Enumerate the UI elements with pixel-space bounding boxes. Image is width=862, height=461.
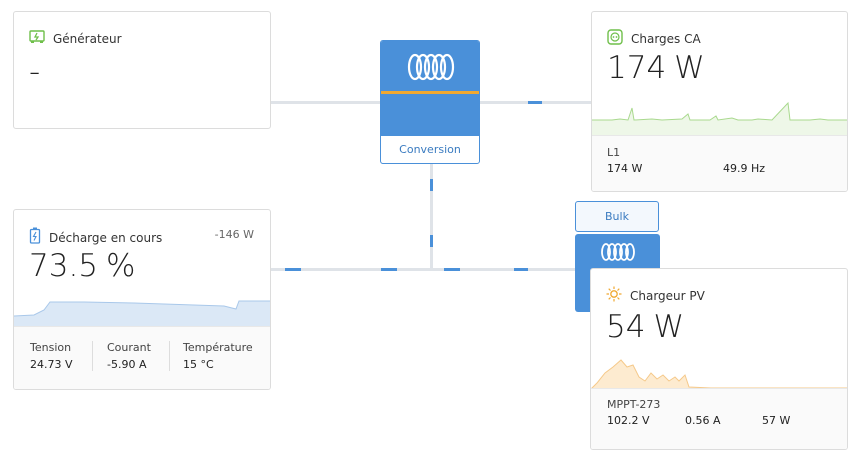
battery-card[interactable]: Décharge en cours -146 W 73.5% Tension 2… (13, 209, 271, 390)
flow-dash (430, 235, 433, 247)
flow-dash (444, 268, 460, 271)
wire-dc-bus (271, 268, 577, 271)
solar-power-number: 54 (606, 309, 646, 345)
charger-state-badge: Bulk (575, 201, 659, 232)
converter-body (381, 94, 479, 135)
ac-loads-footer: L1 174 W 49.9 Hz (592, 135, 847, 191)
battery-title: Décharge en cours (49, 230, 163, 245)
pv-voltage: 102.2 V (607, 414, 650, 427)
ac-loads-number: 174 (607, 50, 667, 86)
pv-power: 57 W (762, 414, 791, 427)
voltage-value: 24.73 V (30, 358, 73, 371)
battery-footer: Tension 24.73 V Courant -5.90 A Températ… (14, 326, 270, 389)
ac-frequency: 49.9 Hz (723, 162, 766, 175)
victron-logo-icon (407, 53, 455, 81)
generator-value: - (29, 54, 41, 90)
pv-current: 0.56 A (685, 414, 721, 427)
ac-loads-unit: W (674, 50, 705, 86)
converter-stripe (381, 91, 479, 94)
voltage-cell: Tension 24.73 V (30, 341, 73, 371)
phase-power: 174 W (607, 162, 643, 175)
current-cell: Courant -5.90 A (107, 341, 151, 371)
battery-power: -146 W (214, 228, 254, 241)
battery-soc-graph (14, 300, 270, 329)
current-value: -5.90 A (107, 358, 147, 371)
temperature-value: 15 °C (183, 358, 214, 371)
wire-generator-converter (271, 101, 381, 104)
flow-dash (381, 268, 397, 271)
generator-title: Générateur (53, 31, 122, 46)
solar-title: Chargeur PV (630, 289, 705, 303)
battery-soc: 73.5% (29, 248, 136, 284)
generator-card[interactable]: Générateur - (13, 11, 271, 129)
mppt-device-name: MPPT-273 (607, 398, 661, 411)
plug-icon (607, 29, 623, 49)
ac-loads-sparkline (592, 101, 847, 138)
temperature-cell: Température 15 °C (183, 341, 253, 371)
battery-icon (29, 227, 41, 248)
solar-power-graph (591, 359, 847, 389)
victron-logo-icon (601, 243, 635, 261)
converter-label: Conversion (381, 135, 479, 163)
converter-brand-area (381, 41, 479, 91)
footer-divider (169, 341, 170, 371)
generator-icon (29, 29, 45, 48)
ac-loads-header: Charges CA (607, 29, 701, 49)
solar-header: Chargeur PV (606, 286, 705, 306)
battery-soc-unit: % (106, 248, 136, 284)
battery-soc-number: 73.5 (29, 248, 99, 284)
ac-loads-title: Charges CA (631, 32, 701, 46)
phase-label: L1 (607, 146, 621, 159)
battery-header: Décharge en cours (29, 227, 162, 248)
converter-widget[interactable]: Conversion (380, 40, 480, 164)
current-label: Courant (107, 341, 151, 354)
generator-header: Générateur (29, 29, 122, 48)
flow-dash (285, 268, 301, 271)
sun-icon (606, 286, 622, 306)
flow-dash (514, 268, 528, 271)
temperature-label: Température (183, 341, 253, 354)
flow-dash (430, 179, 433, 191)
footer-divider (92, 341, 93, 371)
solar-power-unit: W (653, 309, 685, 345)
voltage-label: Tension (30, 341, 72, 354)
flow-dash (528, 101, 542, 104)
wire-converter-down (430, 164, 433, 270)
solar-footer: MPPT-273 102.2 V 0.56 A 57 W (591, 388, 847, 449)
